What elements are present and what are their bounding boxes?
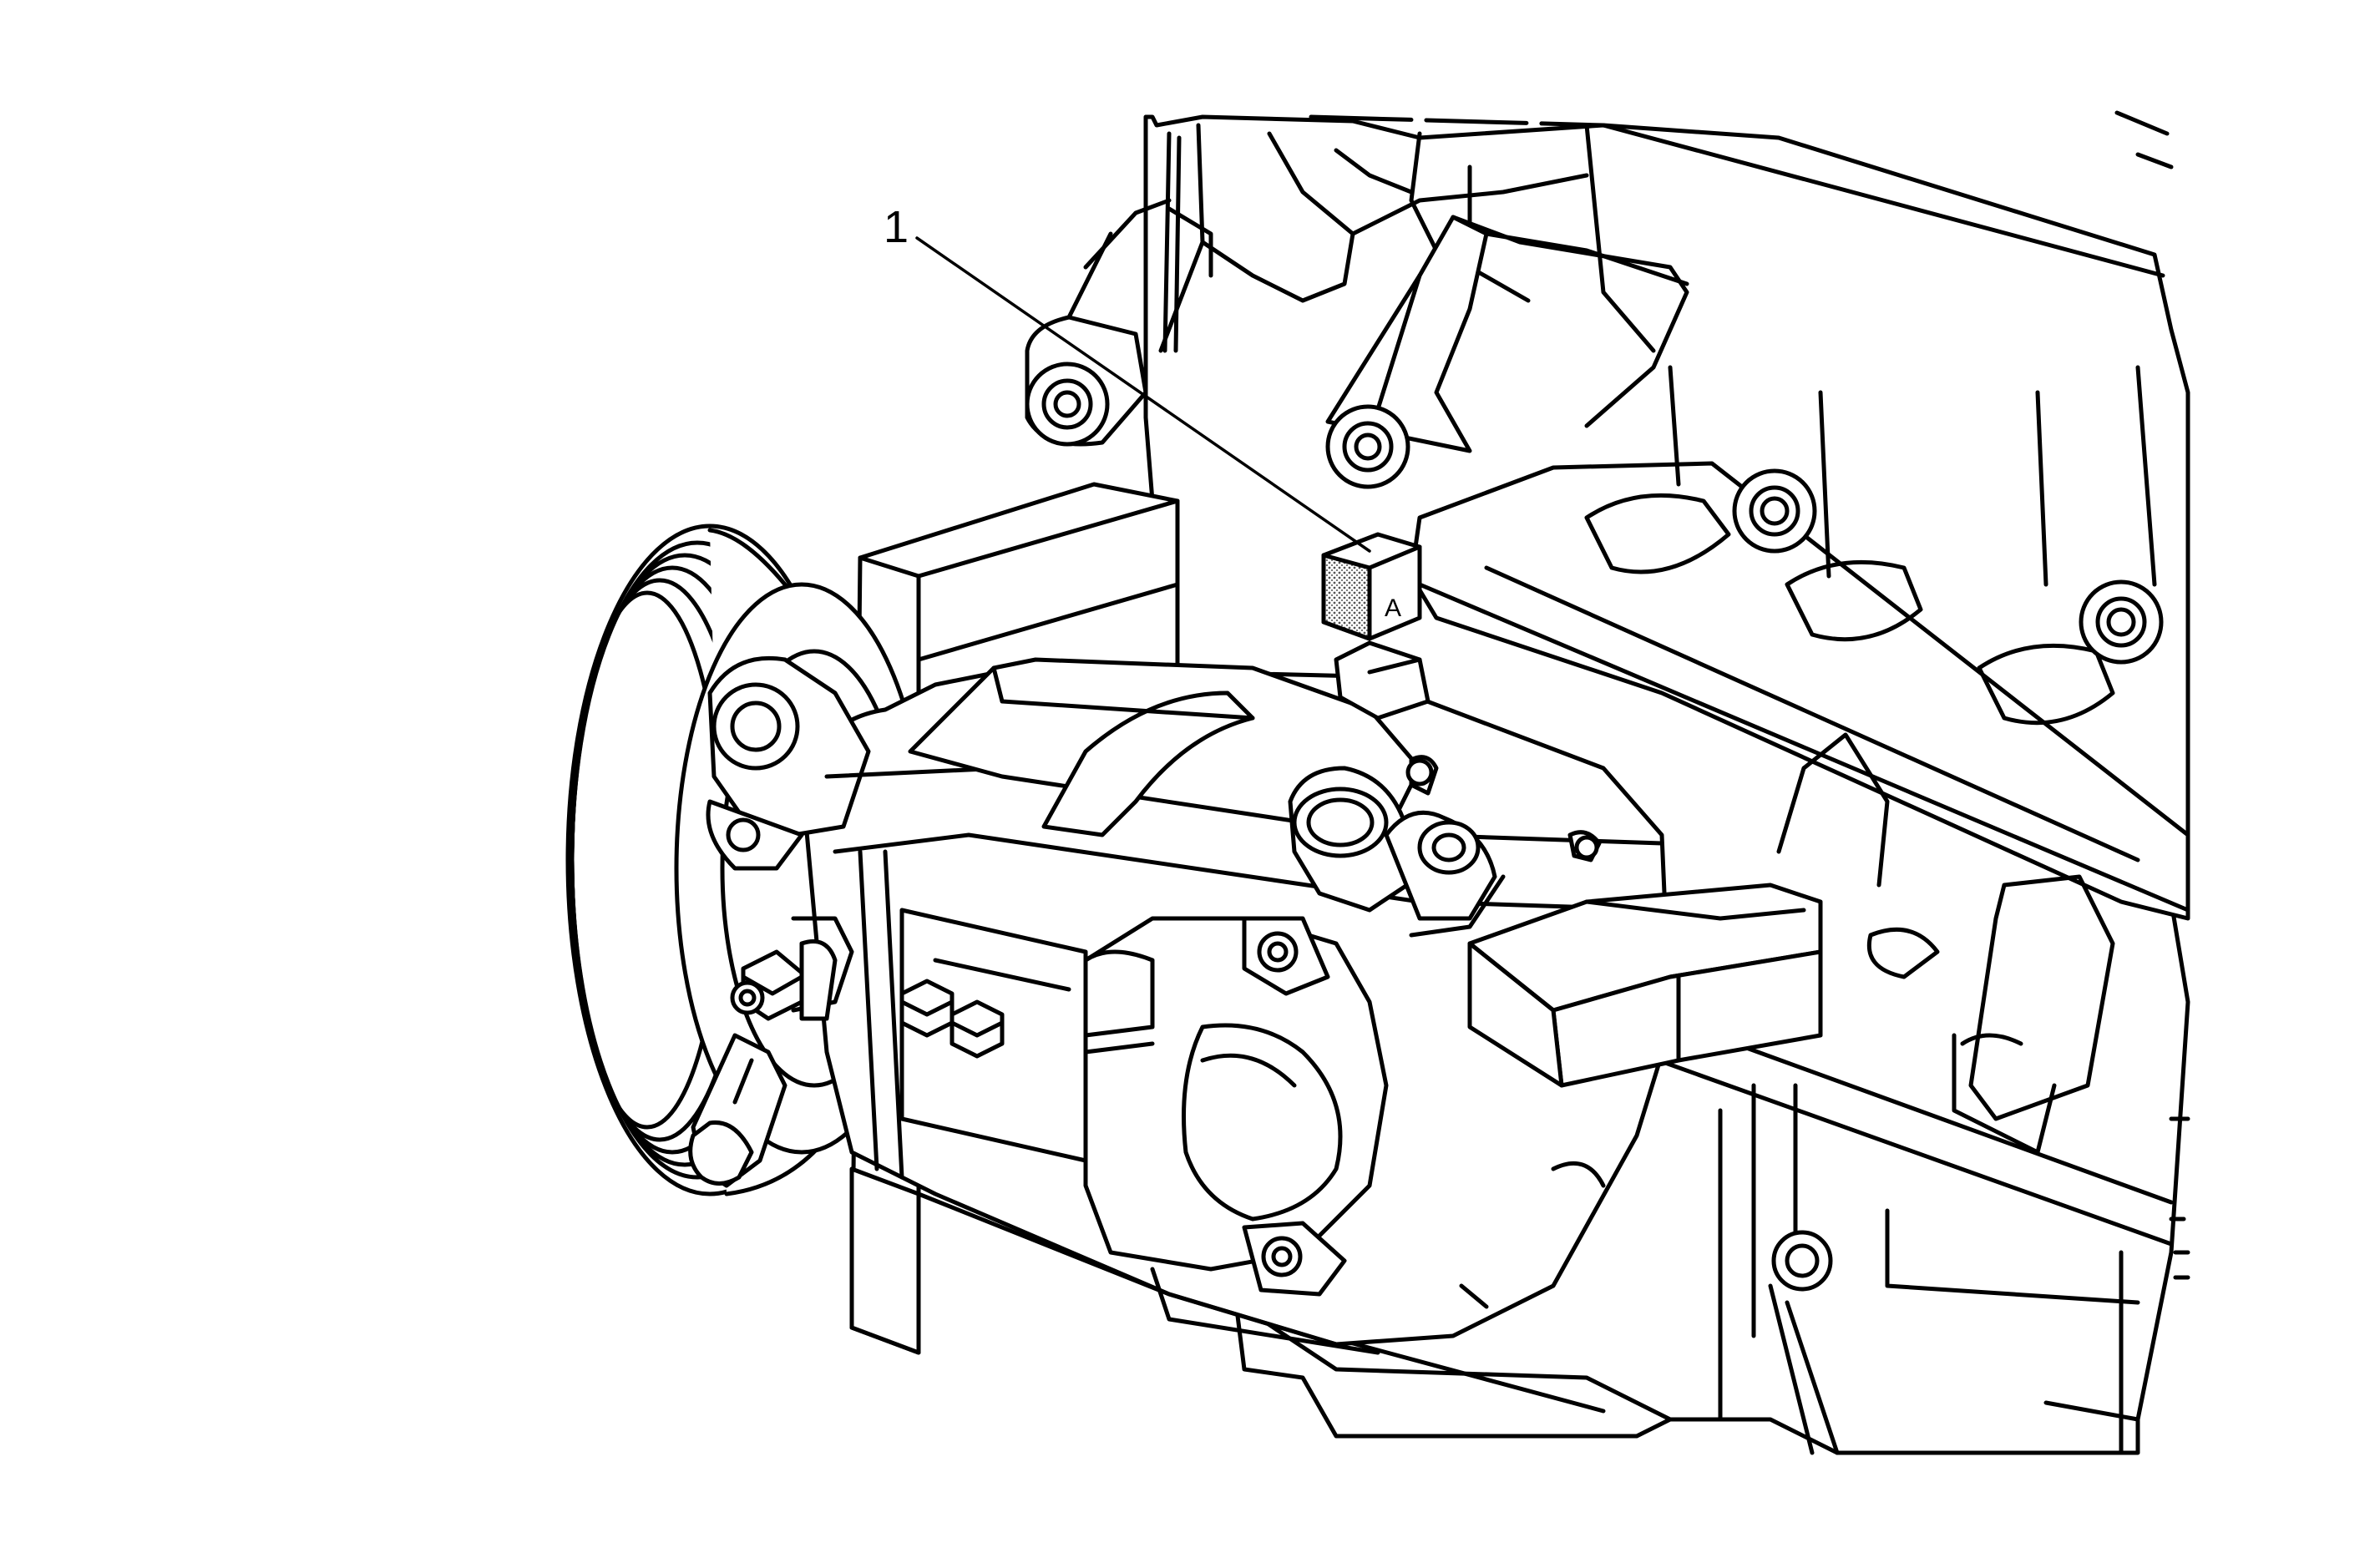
hose-port-fitting xyxy=(1288,755,1602,938)
bracket-bolts xyxy=(1025,362,1410,489)
right-block-bolts xyxy=(1732,468,2164,665)
electrical-connector xyxy=(688,916,854,1188)
reference-marker-a: A xyxy=(1321,532,1431,721)
side-plate-bolts xyxy=(899,979,1005,1059)
marker-letter: A xyxy=(1385,594,1401,622)
callout-leader-line xyxy=(915,236,1371,553)
callout-label: 1 xyxy=(884,202,909,252)
callout-1: 1 xyxy=(884,202,1371,553)
ac-compressor xyxy=(706,655,1673,1355)
right-spacer-block xyxy=(1467,883,1823,1088)
